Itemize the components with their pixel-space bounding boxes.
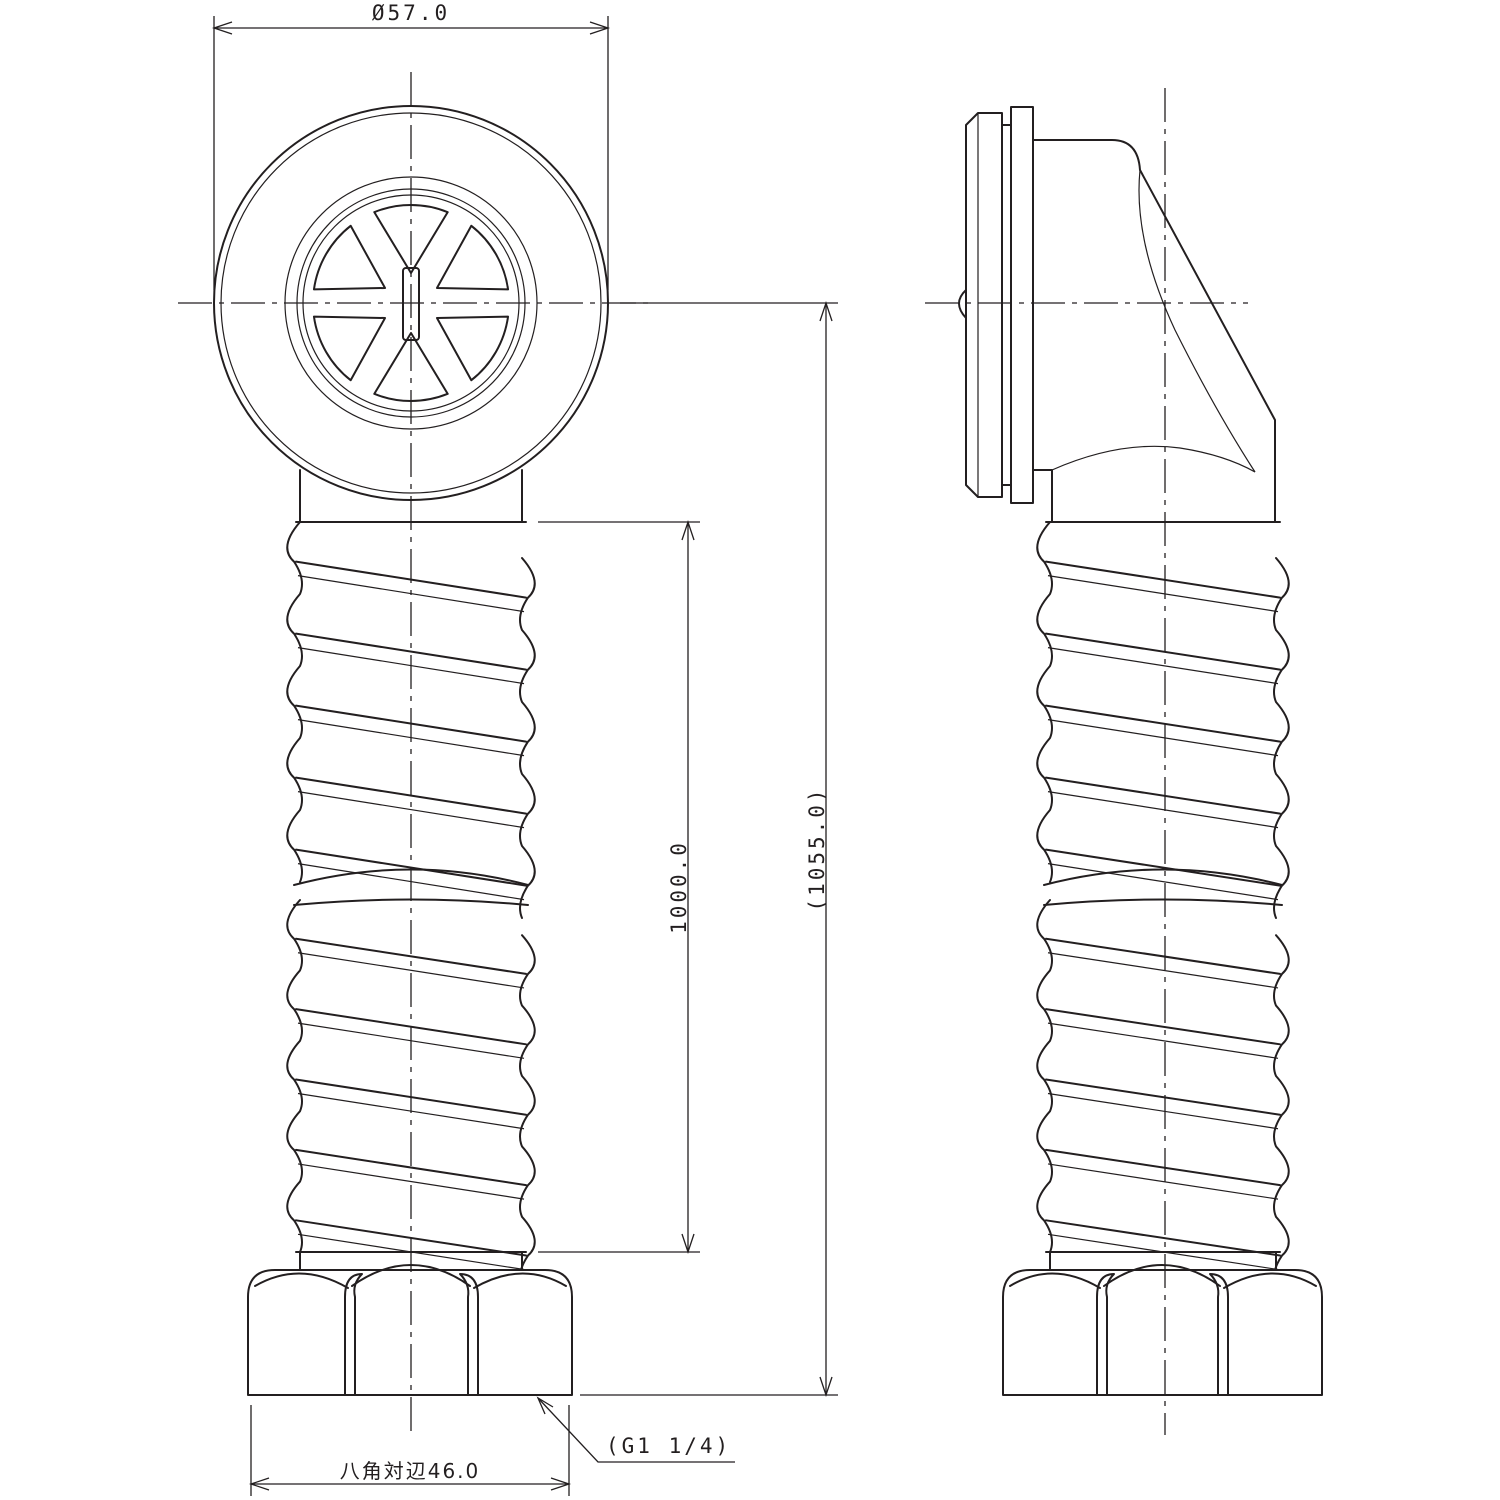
hose-ridge <box>295 1219 527 1257</box>
front-corrugated-hose <box>286 521 536 1289</box>
hose-ridge <box>1045 632 1281 671</box>
hose-ridge-shadow <box>297 1163 525 1200</box>
hose-ridge-shadow <box>1047 1092 1279 1130</box>
strainer-slot <box>312 224 387 291</box>
side-view <box>958 106 1323 1396</box>
nut-width-label: 八角対辺46.0 <box>340 1459 481 1483</box>
hose-ridge <box>295 776 527 815</box>
thread-label: (G1 1/4) <box>606 1434 731 1458</box>
hose-ridge-shadow <box>1047 863 1279 901</box>
hose-ridge-shadow <box>1047 791 1279 829</box>
hose-right-edge <box>1273 557 1290 919</box>
hose-ridge <box>1045 937 1281 975</box>
hose-ridge <box>1045 1008 1281 1046</box>
hose-length-label: 1000.0 <box>667 840 691 934</box>
hose-ridge <box>1045 1148 1281 1187</box>
hose-ridge <box>295 937 527 975</box>
total-length-label: (1055.0) <box>805 786 829 911</box>
hose-right-edge <box>519 934 536 1289</box>
hose-left-edge <box>1036 899 1053 1253</box>
dim-nut-width: 八角対辺46.0 <box>248 1405 572 1496</box>
hose-right-edge <box>1273 934 1290 1289</box>
hose-ridge-shadow <box>1047 1163 1279 1200</box>
hose-ridge <box>1045 848 1281 887</box>
side-elbow <box>1032 139 1276 523</box>
dim-thread-leader: (G1 1/4) <box>536 1396 735 1463</box>
hose-left-edge <box>286 899 303 1253</box>
hose-ridge-shadow <box>1047 1022 1279 1059</box>
strainer-slot <box>435 315 510 382</box>
side-hex-nut <box>1002 1264 1323 1396</box>
hose-ridge <box>1045 560 1281 599</box>
side-corrugated-hose <box>1036 521 1290 1289</box>
top-diameter-label: Ø57.0 <box>372 1 450 25</box>
hose-break-top <box>1043 868 1283 886</box>
hose-ridge <box>1045 1078 1281 1116</box>
hose-break-bottom <box>1043 898 1283 906</box>
hose-ridge-shadow <box>1047 575 1279 613</box>
hose-ridge <box>1045 704 1281 743</box>
hose-left-edge <box>286 521 303 883</box>
hose-ridge <box>1045 1219 1281 1257</box>
dim-top-diameter: Ø57.0 <box>211 1 611 290</box>
hose-ridge-shadow <box>1047 952 1279 989</box>
hose-ridge-shadow <box>297 952 525 989</box>
dim-total-length: (1055.0) <box>580 300 838 1398</box>
hose-ridge-shadow <box>1047 647 1279 685</box>
hose-ridge <box>295 632 527 671</box>
front-hex-nut <box>247 1264 573 1396</box>
hose-ridge <box>1045 776 1281 815</box>
front-neck <box>299 469 523 523</box>
center-lines <box>178 72 1248 1435</box>
dim-hose-length: 1000.0 <box>538 519 700 1255</box>
hose-ridge-shadow <box>1047 719 1279 757</box>
side-flange <box>958 106 1034 504</box>
side-nut-collar <box>1049 1251 1277 1271</box>
strainer-slot <box>312 315 387 382</box>
strainer-slot <box>435 224 510 291</box>
hose-ridge-shadow <box>297 791 525 829</box>
hose-left-edge <box>1036 521 1053 883</box>
hose-ridge <box>295 1148 527 1187</box>
hose-right-edge <box>519 557 536 919</box>
